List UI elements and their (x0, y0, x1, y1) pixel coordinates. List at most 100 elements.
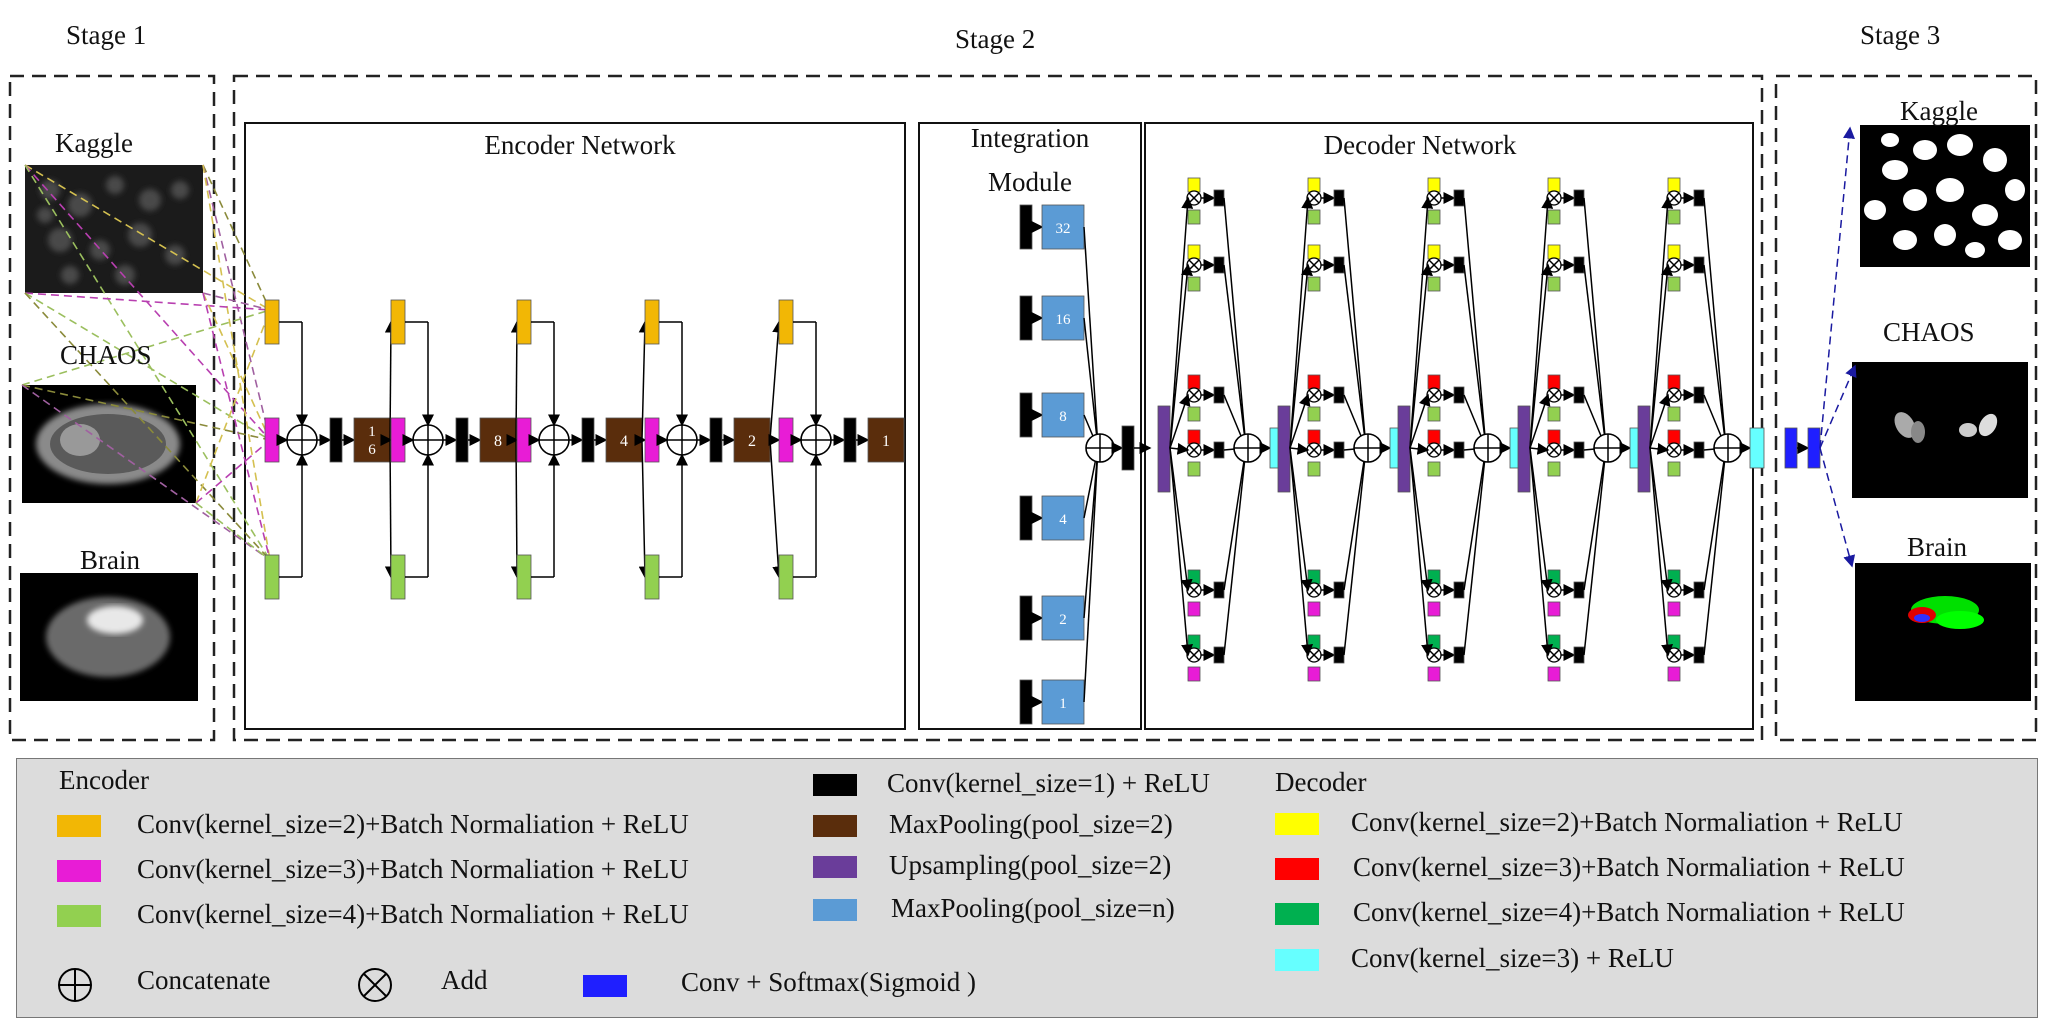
decoder-conv-block (1427, 374, 1441, 390)
connector-line (1428, 444, 1440, 456)
decoder-conv-block (1427, 461, 1441, 477)
maxpool-label: 1 (882, 433, 890, 450)
decoder-conv1-block (1333, 441, 1345, 459)
concatenate-icon (58, 968, 92, 1002)
maxpool-label: 2 (748, 433, 756, 450)
connector-line (1169, 393, 1191, 449)
decoder-conv1-block (1333, 581, 1345, 599)
connector-line (1188, 584, 1200, 596)
decoder-conv-block (1187, 601, 1201, 617)
chaos-input-label: CHAOS (60, 340, 152, 370)
legend-label-enc-k3: Conv(kernel_size=3)+Batch Normaliation +… (137, 854, 689, 884)
brain-input-label: Brain (80, 545, 140, 575)
connector-line (1223, 264, 1251, 450)
decoder-conv1-block (1693, 646, 1705, 664)
legend-swatch-enc-k4 (57, 905, 101, 927)
input-projection-line (21, 384, 271, 561)
decoder-conv-block (1667, 177, 1681, 193)
decoder-conv1-block (1573, 646, 1585, 664)
encoder-maxpool-block (733, 417, 771, 463)
legend-label-add: Add (441, 965, 488, 995)
decoder-conv-block (1187, 374, 1201, 390)
input-projection-line (202, 164, 271, 311)
connector-line (1583, 446, 1611, 656)
integration-maxpool-block (1041, 595, 1085, 641)
decoder-conv-block (1547, 634, 1561, 650)
connector-line (1428, 584, 1440, 596)
legend-swatch-maxpool-n (813, 899, 857, 921)
softmax-block (1807, 427, 1821, 469)
decoder-conv1-block (1213, 256, 1225, 274)
decoder-conv-block (1427, 429, 1441, 445)
connector-line (1463, 264, 1491, 450)
connector-line (1223, 446, 1251, 656)
chaos-output-image (1852, 362, 2028, 498)
decoder-conv-block (1427, 666, 1441, 682)
output-projection-line (1819, 364, 1857, 449)
input-projection-line (21, 384, 271, 441)
legend-label-concat: Concatenate (137, 965, 271, 995)
brain-output-image (1855, 563, 2031, 701)
connector-line (1289, 263, 1313, 449)
connector-line (1289, 447, 1314, 657)
connector-line (1668, 584, 1680, 596)
decoder-conv-block (1667, 374, 1681, 390)
legend-label-enc-k2: Conv(kernel_size=2)+Batch Normaliation +… (137, 809, 689, 839)
legend-label-dec-k3: Conv(kernel_size=3)+Batch Normaliation +… (1353, 852, 1905, 882)
kaggle-input-image (25, 165, 203, 293)
decoder-conv1-block (1213, 646, 1225, 664)
decoder-conv-block (1187, 244, 1201, 260)
decoder-conv-block (1307, 429, 1321, 445)
decoder-conv-block (1667, 406, 1681, 422)
input-projection-line (24, 164, 271, 311)
connector-line (510, 439, 523, 579)
integration-maxpool-label: 16 (1056, 312, 1072, 328)
input-projection-line (202, 164, 271, 441)
decoder-conv-block (1427, 569, 1441, 585)
integration-maxpool-label: 32 (1056, 221, 1071, 237)
output-projection-line (1819, 447, 1856, 568)
decoder-upsample-block (1397, 405, 1411, 493)
decoder-conv-block (1667, 276, 1681, 292)
connector-line (1649, 447, 1673, 592)
connector-line (1668, 389, 1680, 401)
encoder-conv-k2-block (516, 299, 532, 345)
integration-module-title-1: Integration (970, 123, 1090, 153)
legend-swatch-dec-k2 (1275, 813, 1319, 835)
connector-line (1308, 584, 1320, 596)
brain-output-label: Brain (1907, 532, 1967, 562)
legend-label-maxpool-n: MaxPooling(pool_size=n) (891, 893, 1175, 923)
encoder-box (244, 122, 906, 730)
decoder-conv1-block (1333, 256, 1345, 274)
encoder-conv1-block (581, 417, 595, 463)
decoder-conv1-block (1693, 256, 1705, 274)
decoder-box (1144, 122, 1754, 730)
integration-module-title-2: Module (988, 167, 1072, 197)
decoder-conv-block (1547, 276, 1561, 292)
chaos-input-image (22, 385, 196, 503)
decoder-conv-block (1547, 666, 1561, 682)
legend-panel: Encoder Conv(kernel_size=2)+Batch Normal… (16, 758, 2038, 1018)
decoder-conv-block (1187, 177, 1201, 193)
encoder-conv-k4-block (390, 554, 406, 600)
decoder-conv-block (1667, 429, 1681, 445)
connector-line (1548, 444, 1560, 456)
input-projection-line (24, 292, 271, 311)
input-projection-line (202, 292, 271, 311)
decoder-conv-block (1307, 461, 1321, 477)
connector-line (1649, 447, 1674, 657)
connector-line (638, 320, 651, 441)
legend-swatch-enc-k3 (57, 860, 101, 882)
encoder-conv-k2-block (390, 299, 406, 345)
encoder-conv-k2-block (778, 299, 794, 345)
decoder-conv1-block (1453, 386, 1465, 404)
connector-line (1188, 444, 1200, 456)
output-projection-line (1819, 126, 1855, 449)
decoder-conv1-block (1693, 441, 1705, 459)
encoder-conv-k4-block (264, 554, 280, 600)
decoder-conv1-block (1573, 386, 1585, 404)
decoder-conv-block (1667, 461, 1681, 477)
connector-line (1463, 197, 1492, 450)
connector-line (1308, 389, 1320, 401)
integration-maxpool-block (1041, 495, 1085, 541)
